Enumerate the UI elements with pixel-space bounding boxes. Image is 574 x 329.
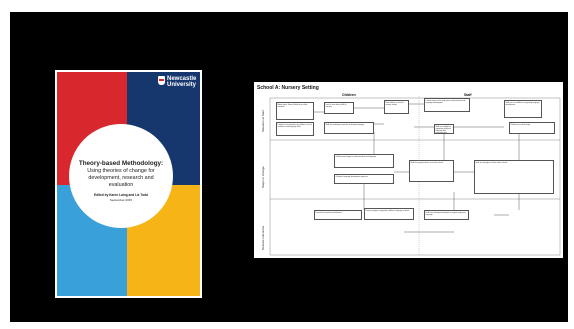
row-situation: Situation at Start [261,109,265,132]
flow-box: Lack of some basic skills for learning. [324,102,354,114]
cover-text: Theory-based Methodology: Using theories… [77,160,165,202]
column-children: Children [342,93,356,97]
flow-box: Most children in school's nursery settin… [384,100,409,114]
theory-of-change-diagram: School A: Nursery Setting Children Staff… [254,82,563,258]
book-date: September 2015 [109,197,133,202]
book-editors: Edited by Karen Laing and Liz Todd [94,192,148,197]
flow-box: Staff share good practice across the sch… [409,160,454,182]
flow-box: Mixed intake. Some children from ethnic … [276,102,314,120]
flow-box: Staff have developed strategies to suppo… [424,210,469,220]
flow-box: Staff use strategies at home and in scho… [474,160,554,194]
flow-box: Parents engage in supporting children's … [364,208,414,220]
flow-box: Staff use small-group activities to deve… [324,122,374,134]
diagram-title: School A: Nursery Setting [257,85,319,91]
flow-box: Staff are confident in supporting childr… [434,124,454,134]
book-subtitle: Using theories of change for development… [87,167,155,188]
flow-box: Parents feel involved and informed. [314,210,362,220]
book-title: Theory-based Methodology: [78,160,164,167]
flow-box: Children's language development improves… [334,174,394,184]
flow-box: Staff are not confident in supporting la… [504,100,542,118]
grid-frame [269,97,561,256]
row-outcomes: Desired outcomes [261,225,265,250]
cover-circle [69,124,173,228]
logo-line-2: University [167,82,197,88]
crest-icon [158,76,165,85]
flow-box: Limited resources for early years commun… [424,98,470,112]
logo-line-1: Newcastle [167,76,197,82]
flow-box: Children are school ready. [509,122,555,134]
flow-box: Limited or low aspirations for children.… [276,122,314,136]
row-steps: Steps to change [261,166,265,188]
column-staff: Staff [464,93,472,97]
flow-box: Children meet targets in communication a… [334,154,394,168]
